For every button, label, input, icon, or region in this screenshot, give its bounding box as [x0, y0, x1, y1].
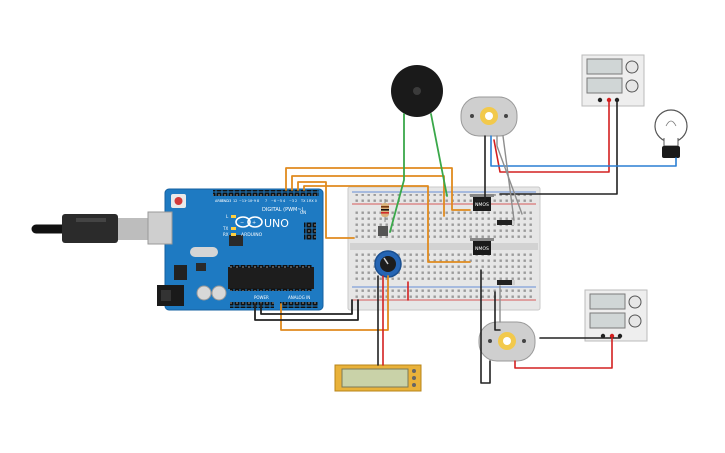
pin-label-11: ~11 [239, 199, 246, 203]
digital-header[interactable] [213, 190, 319, 196]
svg-text:+: + [252, 220, 256, 226]
power-header[interactable] [230, 302, 274, 308]
mosfet-1-label: NMOS [475, 202, 489, 208]
pin-label-4: 4 [283, 199, 285, 203]
power-header-label: POWER [254, 295, 269, 300]
wires [254, 99, 677, 384]
pin-label-rx: RX 0 [309, 199, 317, 203]
lcd-icon[interactable] [334, 364, 422, 392]
led-label-on: ON [300, 210, 306, 215]
pin-label-13: 13 [227, 199, 231, 203]
buzzer-icon[interactable] [391, 65, 443, 117]
arduino-board[interactable]: AREF GND 13 12 ~11 ~10 ~9 8 7 ~6 ~5 4 ~3… [147, 188, 324, 311]
arduino-brand-text: ARDUINO [241, 232, 263, 238]
pin-label-9: ~9 [251, 199, 256, 203]
pin-label-3: ~3 [289, 199, 294, 203]
diode-2[interactable] [497, 280, 515, 285]
pin-label-12: 12 [233, 199, 237, 203]
dc-motor-icon-bottom[interactable] [478, 321, 536, 362]
led-label-l: L [226, 214, 229, 219]
pin-label-gnd: GND [221, 199, 229, 203]
pin-label-2: 2 [295, 199, 297, 203]
dc-motor-icon-top[interactable] [460, 96, 518, 137]
analog-header-label: ANALOG IN [288, 295, 310, 300]
power-supply-icon-bottom[interactable] [584, 289, 648, 342]
led-label-tx: TX [222, 226, 228, 231]
mosfet-1[interactable]: NMOS [470, 194, 494, 211]
mosfet-2-label: NMOS [475, 246, 489, 252]
potentiometer-icon[interactable] [374, 250, 402, 278]
pin-label-6: ~6 [271, 199, 276, 203]
mosfet-2[interactable]: NMOS [470, 238, 494, 255]
svg-text:−: − [240, 220, 244, 226]
pin-label-tx: TX 1 [300, 199, 309, 203]
pin-label-7: 7 [265, 199, 267, 203]
pin-label-aref: AREF [215, 199, 224, 203]
led-label-rx: RX [223, 232, 229, 237]
arduino-logo-icon: − + [235, 216, 263, 228]
pin-label-10: ~10 [245, 199, 252, 203]
pin-label-8: 8 [257, 199, 259, 203]
diode-1[interactable] [497, 220, 515, 225]
analog-header[interactable] [280, 302, 318, 308]
uno-logo-text: UNO [264, 217, 289, 230]
pushbutton[interactable] [378, 226, 388, 236]
pin-label-5: ~5 [277, 199, 282, 203]
digital-header-label: DIGITAL (PWM~) [262, 207, 304, 213]
resistor[interactable] [381, 199, 389, 222]
light-bulb-icon[interactable] [654, 109, 688, 158]
power-supply-icon-top[interactable] [581, 54, 645, 107]
